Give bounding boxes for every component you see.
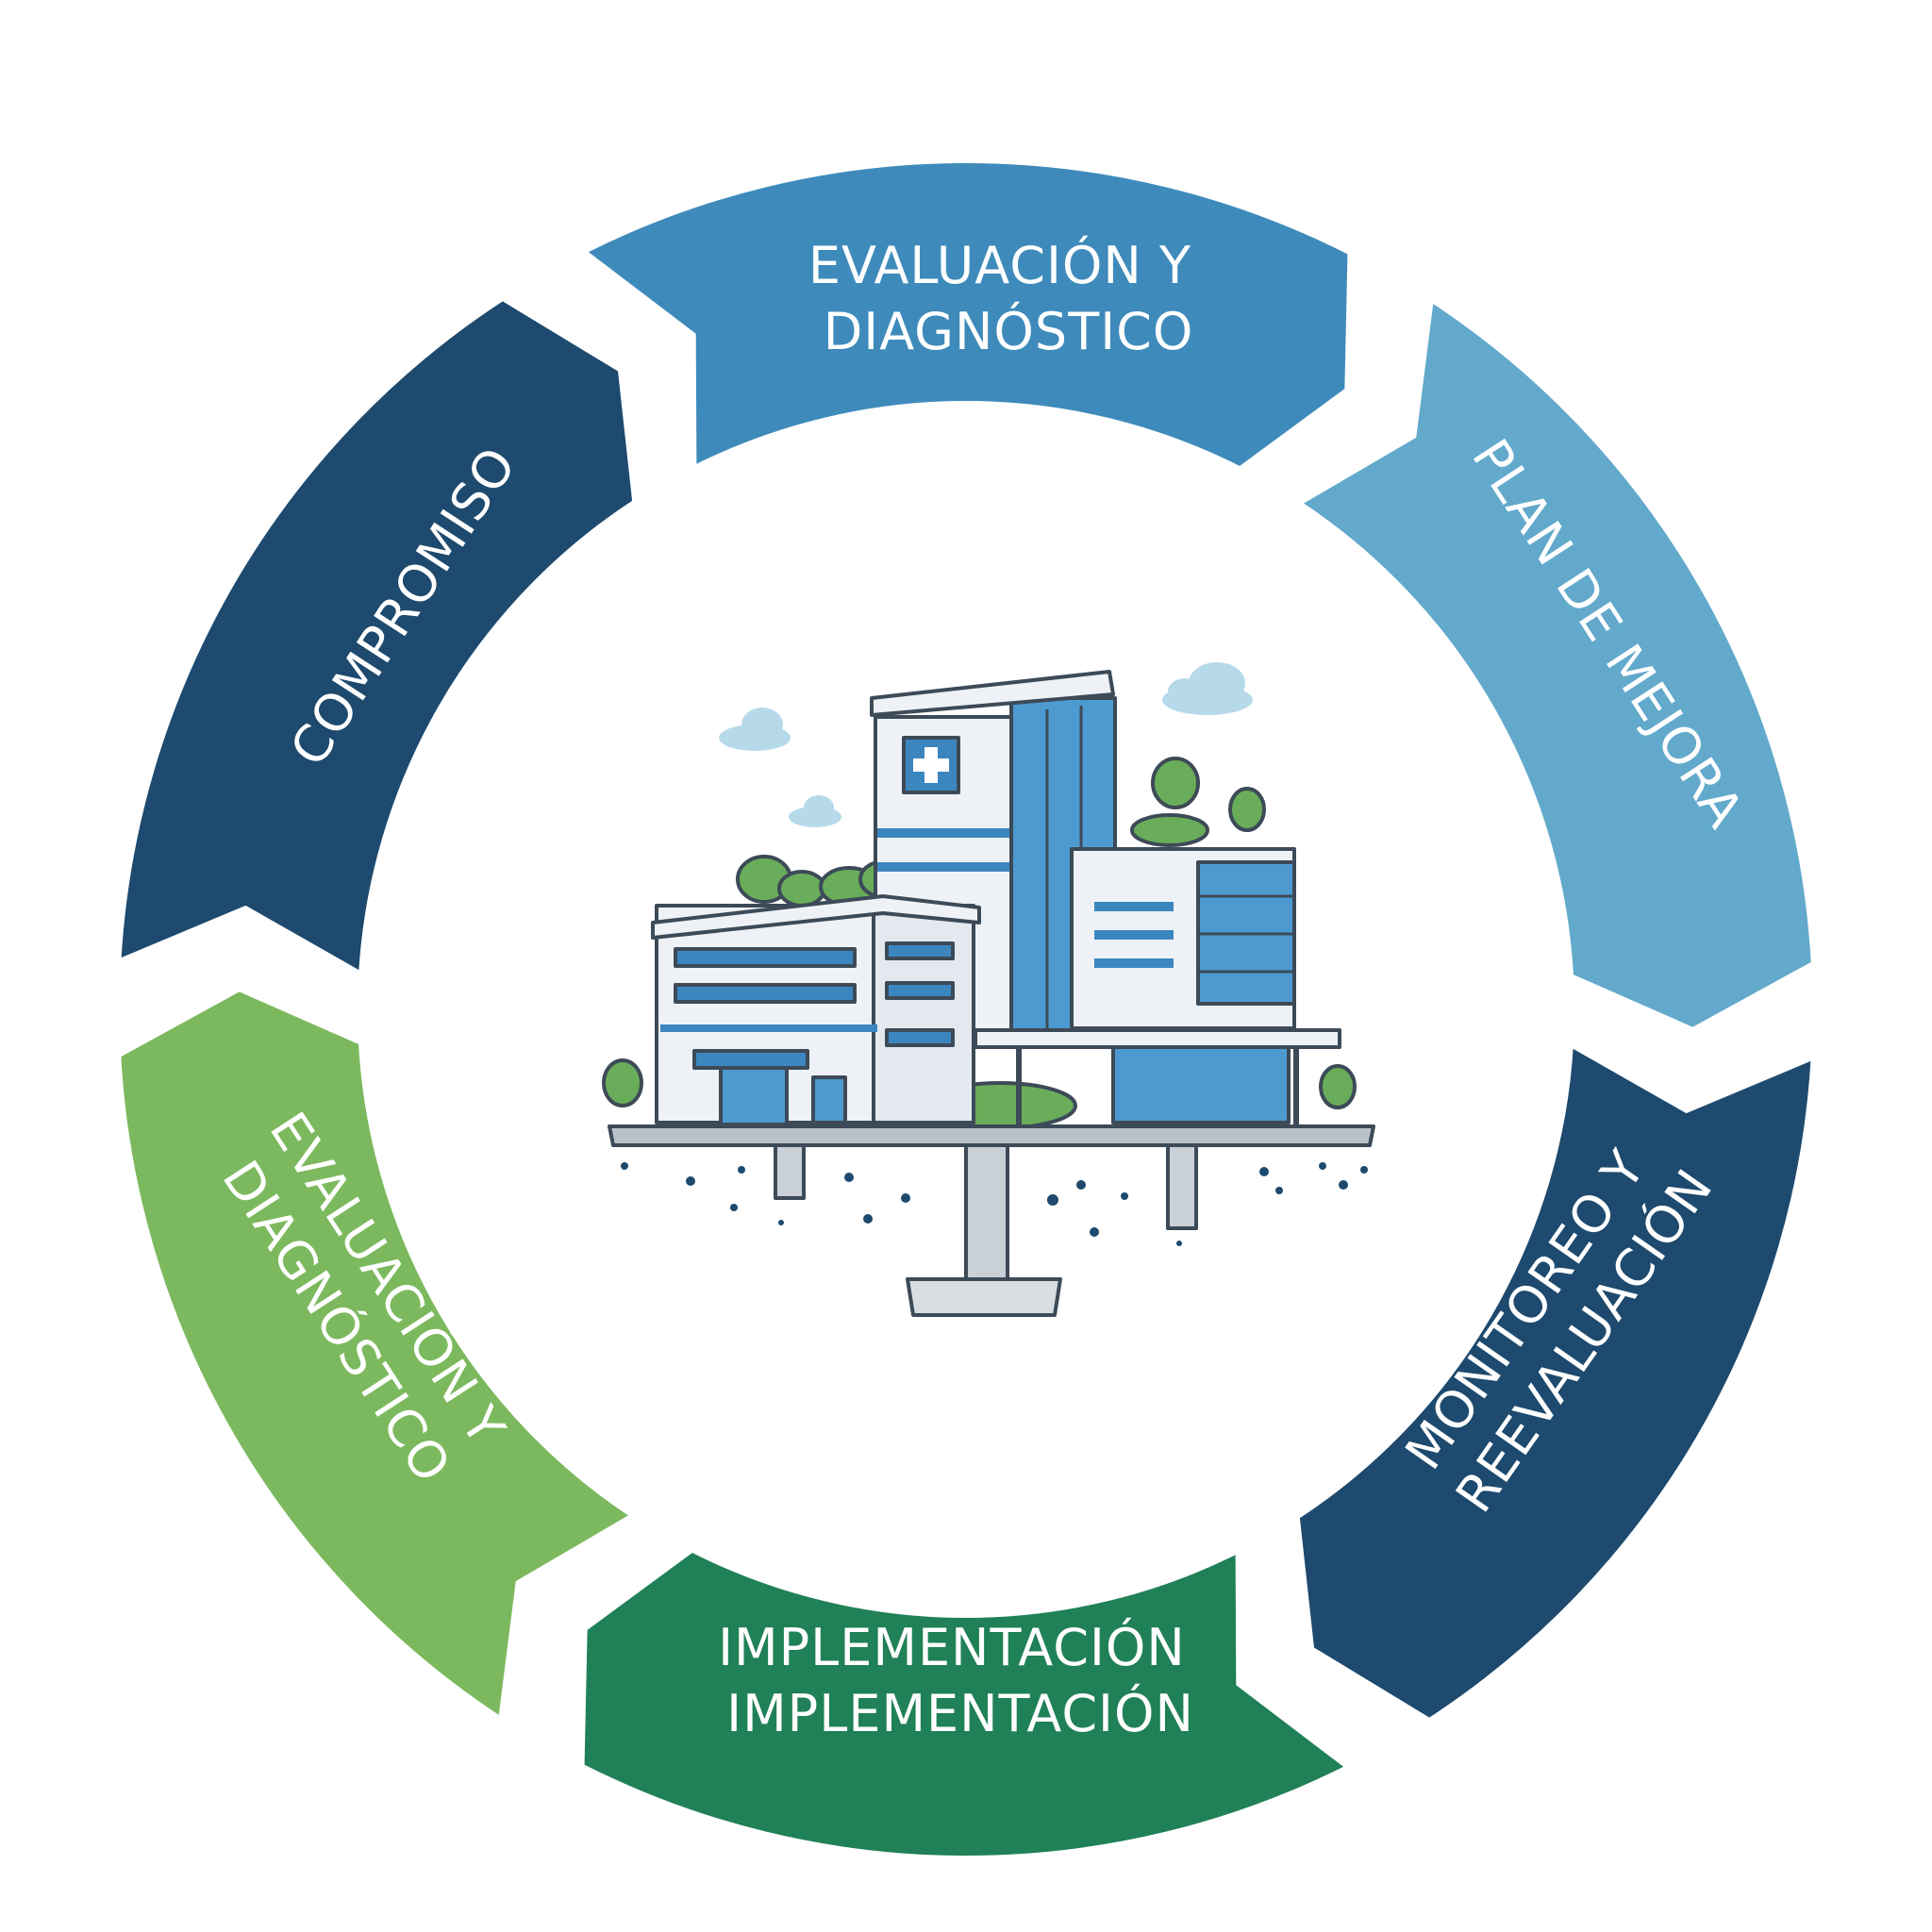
- segment-compromiso: [110, 290, 642, 986]
- segment-evaluacion-top: [571, 153, 1357, 479]
- segment-implementacion: [575, 1540, 1361, 1866]
- label-evaluacion-top: EVALUACIÓN Y DIAGNÓSTICO: [808, 236, 1208, 361]
- hospital-building-icon: [602, 662, 1375, 1317]
- segment-evaluacion-left: [111, 981, 646, 1732]
- segment-plan-mejora: [1286, 287, 1821, 1038]
- cloud-icon: [719, 662, 1253, 827]
- segment-monitoreo: [1290, 1033, 1822, 1729]
- water-drops-icon: [621, 1162, 1368, 1246]
- ring: [110, 153, 1822, 1866]
- label-implementacion: IMPLEMENTACIÓN IMPLEMENTACIÓN: [718, 1618, 1203, 1743]
